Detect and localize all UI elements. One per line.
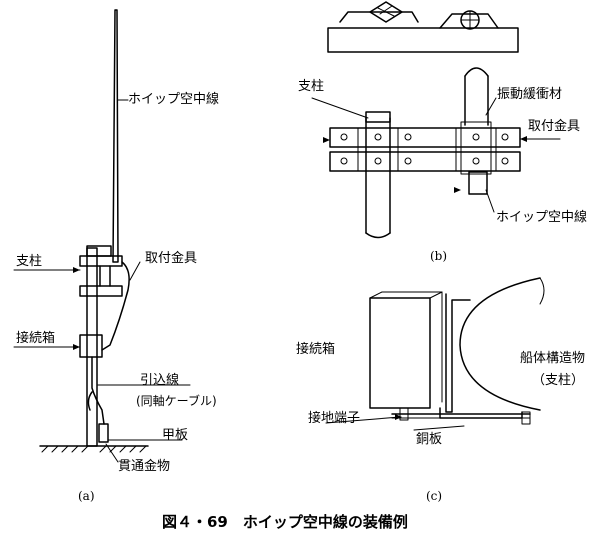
label-b-bracket: 取付金具 xyxy=(528,119,581,134)
ground-terminal-left xyxy=(399,407,409,421)
bracket-b-lower xyxy=(329,151,521,172)
label-b-antenna: ホイップ空中線 xyxy=(496,210,588,225)
figure-caption: 図４・69 ホイップ空中線の装備例 xyxy=(162,513,408,531)
bracket-b-upper xyxy=(329,127,521,148)
label-b-pole: 支柱 xyxy=(298,79,325,94)
label-a-deck: 甲板 xyxy=(162,428,189,443)
junction-box-c xyxy=(369,297,431,409)
bracket-lower xyxy=(79,285,123,297)
panel-a-drawing xyxy=(13,9,191,463)
label-a-pole: 支柱 xyxy=(16,254,43,269)
label-c-junction-box: 接続箱 xyxy=(296,342,336,357)
pole-b xyxy=(365,117,391,234)
ground-terminal-right xyxy=(521,411,531,425)
through-fitting xyxy=(98,423,109,443)
channel-bracket xyxy=(445,293,471,413)
label-a-antenna: ホイップ空中線 xyxy=(128,92,220,107)
label-c-copper-plate: 銅板 xyxy=(416,432,443,447)
label-a-through-fitting: 貫通金物 xyxy=(118,459,171,474)
label-a-junction-box: 接続箱 xyxy=(16,331,56,346)
cable-a xyxy=(101,261,130,351)
subcaption-c: (c) xyxy=(426,489,443,503)
arrowheads xyxy=(73,136,527,420)
label-b-damper: 振動緩衝材 xyxy=(497,87,563,102)
antenna-base-b xyxy=(468,171,488,195)
label-a-lead-in: 引込線 xyxy=(140,373,180,388)
pole-a xyxy=(86,247,98,447)
label-a-coax: (同軸ケーブル) xyxy=(136,394,217,408)
panel-b-drawing xyxy=(311,1,561,239)
label-c-ground-terminal: 接地端子 xyxy=(308,411,361,426)
damper xyxy=(460,121,492,175)
whip-antenna xyxy=(112,9,119,263)
subcaption-a: (a) xyxy=(78,489,95,503)
hull-arc xyxy=(459,277,541,411)
junction-box-a xyxy=(79,334,103,358)
label-c-hull-sub: （支柱） xyxy=(532,373,585,388)
label-a-bracket: 取付金具 xyxy=(145,251,198,266)
plan-plate xyxy=(327,27,519,53)
label-c-hull: 船体構造物 xyxy=(520,351,586,366)
panel-c-drawing xyxy=(325,277,545,431)
subcaption-b: (b) xyxy=(430,249,448,263)
